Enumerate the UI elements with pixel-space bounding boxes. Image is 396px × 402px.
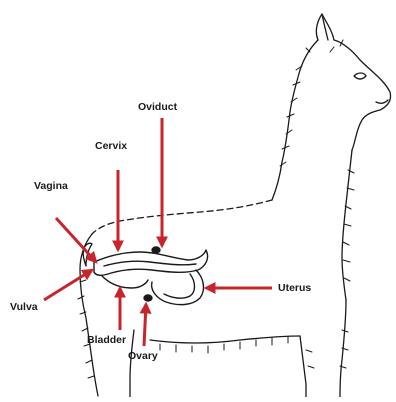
label-cervix: Cervix: [95, 140, 127, 152]
alpaca-hind-fleece: [78, 280, 94, 378]
alpaca-hind-leg-inner: [130, 330, 134, 397]
label-uterus: Uterus: [278, 282, 311, 294]
alpaca-rump-outline: [80, 234, 98, 396]
bladder-outline: [102, 276, 148, 288]
alpaca-ear-outline: [322, 14, 328, 40]
reproductive-tract-inner: [104, 261, 196, 266]
label-vagina: Vagina: [34, 180, 68, 192]
alpaca-belly-fleece: [160, 337, 288, 353]
arrow-vulva: [44, 270, 92, 300]
alpaca-front-leg: [300, 336, 306, 397]
alpaca-neck-back: [272, 40, 318, 200]
label-vulva: Vulva: [10, 301, 38, 313]
alpaca-mouth: [376, 100, 388, 103]
alpaca-head-outline: [316, 14, 390, 150]
label-bladder: Bladder: [87, 334, 126, 346]
ovary-marker: [144, 295, 152, 301]
arrow-vagina: [56, 218, 96, 262]
uterine-horn-loop: [152, 270, 204, 305]
label-oviduct: Oviduct: [138, 101, 177, 113]
alpaca-eye: [354, 73, 366, 79]
arrow-ovary: [144, 304, 146, 346]
oviduct-tip: [152, 247, 160, 253]
label-ovary: Ovary: [128, 350, 158, 362]
uterine-horn-inner: [164, 274, 195, 298]
alpaca-belly-outline: [150, 336, 300, 343]
